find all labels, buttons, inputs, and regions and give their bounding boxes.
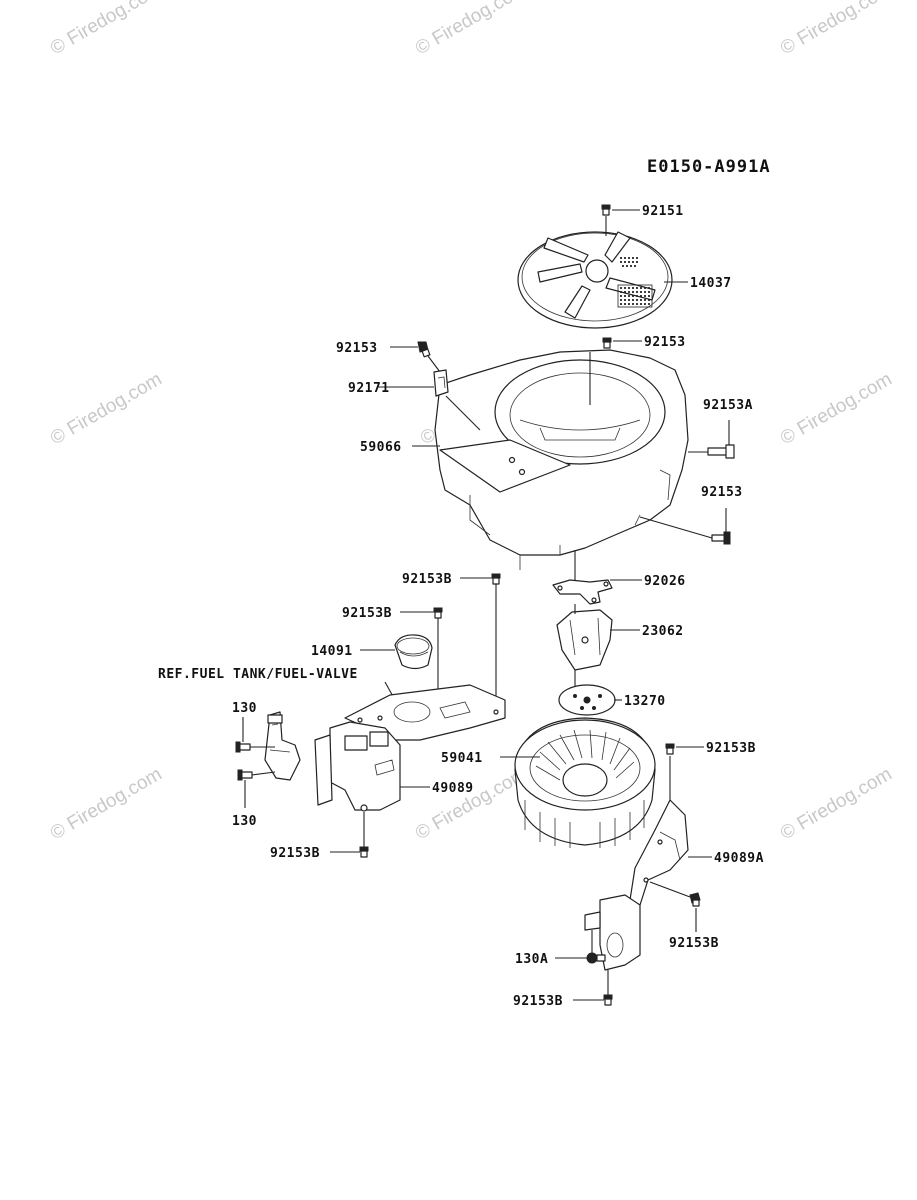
part-label-59066[interactable]: 59066 [360, 440, 402, 455]
plate-13270[interactable] [558, 684, 616, 716]
part-label-92153-right[interactable]: 92153 [701, 485, 743, 500]
bolt-92153b-bottom[interactable] [603, 994, 613, 1006]
part-label-92153-top-right[interactable]: 92153 [644, 335, 686, 350]
bolt-92153b-bottom-left[interactable] [359, 846, 369, 858]
part-label-130a[interactable]: 130A [515, 952, 548, 967]
part-label-59041[interactable]: 59041 [441, 751, 483, 766]
part-label-13270[interactable]: 13270 [624, 694, 666, 709]
valve-bracket[interactable] [264, 711, 301, 781]
part-label-92153-top-left[interactable]: 92153 [336, 341, 378, 356]
part-label-49089[interactable]: 49089 [432, 781, 474, 796]
part-label-92026[interactable]: 92026 [644, 574, 686, 589]
part-label-92153b-fan[interactable]: 92153B [706, 741, 756, 756]
part-label-130-bottom[interactable]: 130 [232, 814, 257, 829]
bolt-92151[interactable] [601, 204, 611, 216]
clip-92171[interactable] [433, 369, 449, 397]
part-label-92153b-left[interactable]: 92153B [342, 606, 392, 621]
watermark: © Firedog.com [777, 0, 896, 59]
part-label-14091[interactable]: 14091 [311, 644, 353, 659]
bolt-92153a[interactable] [707, 444, 735, 459]
bolt-92153b-bottom-right[interactable] [689, 892, 701, 907]
part-label-92153b-mid[interactable]: 92153B [402, 572, 452, 587]
screen-mesh [617, 257, 653, 308]
fan-fins [524, 729, 645, 848]
bolt-92153-housing-top[interactable] [602, 337, 612, 349]
shroud-49089a[interactable] [584, 799, 689, 971]
bolt-130-top[interactable] [235, 741, 251, 753]
part-label-14037[interactable]: 14037 [690, 276, 732, 291]
part-label-92153b-bottom-right[interactable]: 92153B [669, 936, 719, 951]
fan-screen-14037[interactable] [517, 231, 673, 329]
part-label-49089a[interactable]: 49089A [714, 851, 764, 866]
watermark: © Firedog.com [777, 369, 896, 450]
part-label-92153b-bottom[interactable]: 92153B [513, 994, 563, 1009]
bolt-92153b-mid[interactable] [491, 573, 501, 585]
bolt-130-bottom[interactable] [237, 769, 253, 781]
bracket-23062[interactable] [556, 609, 613, 671]
bolt-130a[interactable] [586, 952, 606, 964]
flywheel-fan-59041[interactable] [514, 717, 656, 848]
cover-plate-49089[interactable] [314, 684, 506, 812]
part-label-92153b-bottom-left[interactable]: 92153B [270, 846, 320, 861]
watermark: © Firedog.com [47, 369, 166, 450]
part-label-92153a[interactable]: 92153A [703, 398, 753, 413]
watermark: © Firedog.com [777, 764, 896, 845]
bolt-92153-right[interactable] [711, 531, 731, 545]
bolt-92153-top-left[interactable] [417, 341, 431, 358]
watermark: © Firedog.com [47, 764, 166, 845]
ref-note-fuel-tank[interactable]: REF.FUEL TANK/FUEL-VALVE [158, 667, 358, 682]
watermark: © Firedog.com [412, 764, 531, 845]
diagram-code: E0150-A991A [647, 157, 771, 177]
blower-housing-59066[interactable] [434, 349, 689, 570]
part-label-92151[interactable]: 92151 [642, 204, 684, 219]
part-label-23062[interactable]: 23062 [642, 624, 684, 639]
part-label-130-top[interactable]: 130 [232, 701, 257, 716]
bolt-92153b-left[interactable] [433, 607, 443, 619]
cap-14091[interactable] [394, 634, 433, 670]
watermark: © Firedog.com [412, 0, 531, 59]
plate-92026[interactable] [552, 579, 613, 605]
watermark: © Firedog.com [47, 0, 166, 59]
bolt-92153b-fan[interactable] [665, 743, 675, 755]
part-label-92171[interactable]: 92171 [348, 381, 390, 396]
